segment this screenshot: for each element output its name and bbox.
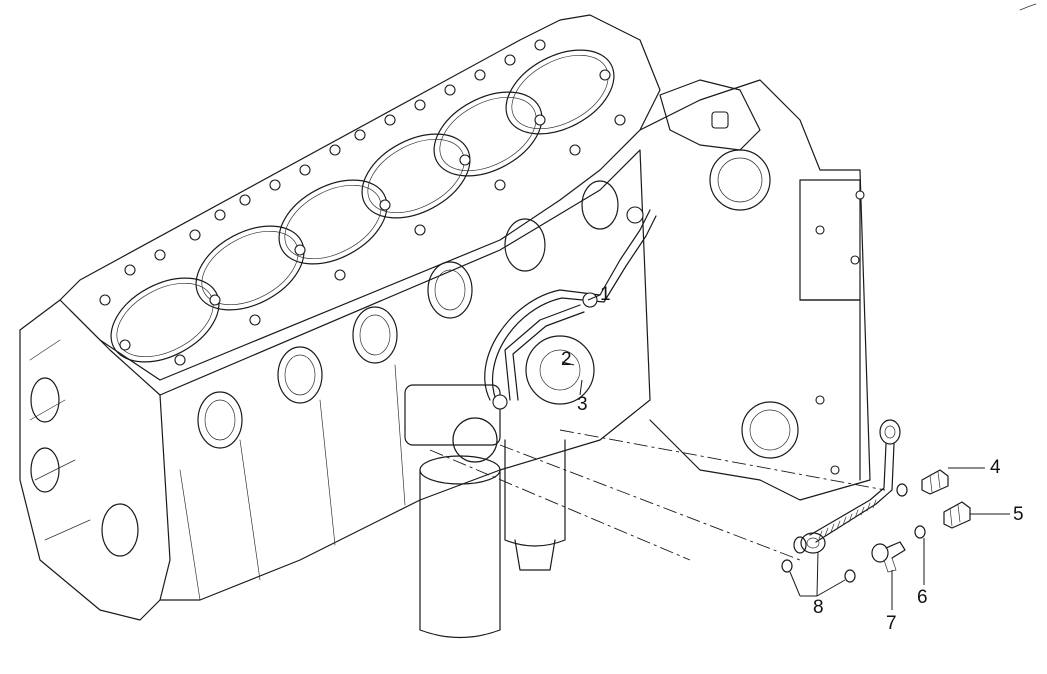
callout-4: 4 (990, 457, 1001, 478)
leader-lines (561, 294, 1010, 610)
callout-5: 5 (1013, 504, 1024, 525)
oil-pipe-assembly (781, 419, 971, 583)
assembly-axis-lines (429, 429, 886, 561)
corner-mark (1019, 3, 1037, 11)
engine-block (19, 14, 871, 621)
callout-7: 7 (886, 613, 897, 634)
callout-8: 8 (813, 597, 824, 618)
callout-6: 6 (917, 587, 928, 608)
callout-2: 2 (561, 349, 572, 370)
fuel-pipes (484, 206, 657, 410)
filter-assembly (404, 335, 595, 639)
callout-1: 1 (600, 284, 611, 305)
callout-3: 3 (577, 394, 588, 415)
